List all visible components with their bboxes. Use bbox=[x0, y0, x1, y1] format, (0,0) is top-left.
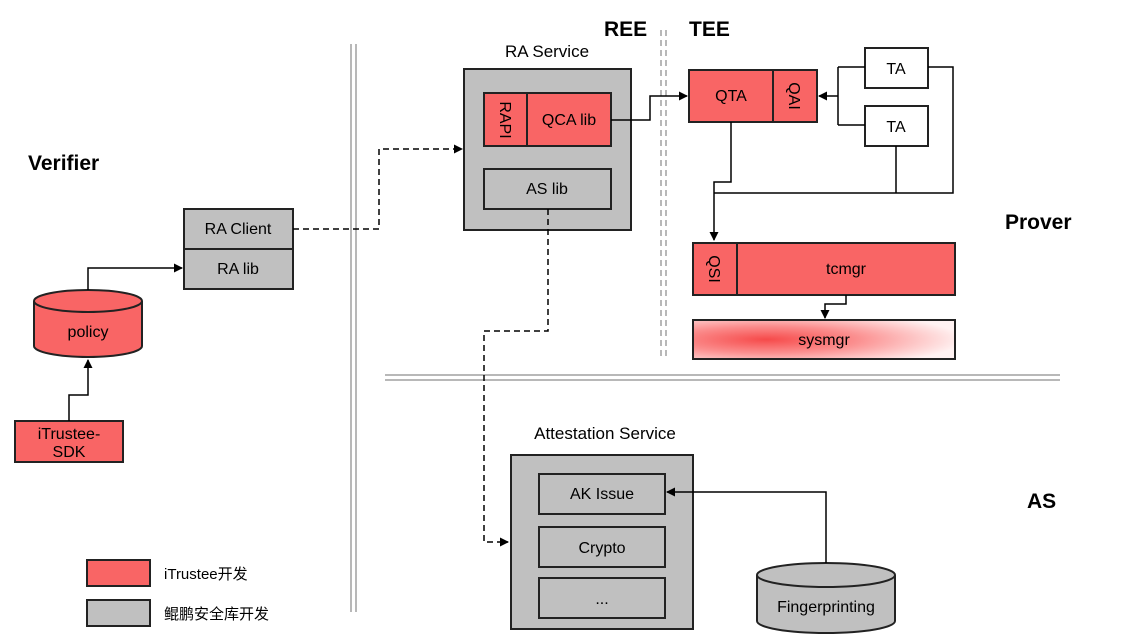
ra-lib-label: RA lib bbox=[217, 261, 259, 278]
sysmgr-label: sysmgr bbox=[798, 332, 850, 349]
raclient-to-raservice-arrow bbox=[293, 144, 463, 230]
qai-label: QAI bbox=[785, 82, 802, 110]
sysmgr-box: sysmgr bbox=[692, 319, 956, 360]
attestation-service-title: Attestation Service bbox=[534, 424, 676, 443]
policy-label: policy bbox=[68, 324, 109, 341]
ak-issue-label: AK Issue bbox=[570, 486, 634, 503]
ree-tee-separator bbox=[350, 44, 357, 612]
crypto-box: Crypto bbox=[538, 526, 666, 568]
verifier-label: Verifier bbox=[28, 152, 99, 175]
ta-box-1: TA bbox=[864, 47, 929, 89]
tcmgr-label: tcmgr bbox=[826, 261, 867, 278]
qca-lib-box: QCA lib bbox=[526, 92, 612, 147]
tee-label: TEE bbox=[689, 18, 730, 41]
legend: iTrustee开发 鲲鹏安全库开发 bbox=[86, 559, 269, 627]
sdk-to-policy-arrow bbox=[68, 359, 93, 421]
sdk-label-line2: SDK bbox=[53, 444, 86, 461]
legend-swatch-kunpeng bbox=[86, 599, 151, 627]
crypto-label: Crypto bbox=[578, 540, 625, 557]
ta-label-1: TA bbox=[886, 61, 906, 78]
qta-to-qsi-arrow bbox=[709, 122, 732, 241]
legend-label-itrustee: iTrustee开发 bbox=[164, 566, 248, 583]
tcmgr-box: tcmgr bbox=[736, 242, 956, 296]
ra-client-box: RA Client bbox=[183, 208, 294, 250]
qsi-box: QSI bbox=[692, 242, 738, 296]
prover-as-separator bbox=[385, 374, 1060, 381]
rapi-label: RAPI bbox=[496, 101, 513, 138]
aslib-to-attestation-arrow bbox=[483, 209, 549, 547]
ta-to-qai-connectors bbox=[714, 66, 954, 194]
ta-box-2: TA bbox=[864, 105, 929, 147]
more-box: ... bbox=[538, 577, 666, 619]
ak-issue-box: AK Issue bbox=[538, 473, 666, 515]
more-label: ... bbox=[595, 591, 608, 608]
ra-lib-box: RA lib bbox=[183, 248, 294, 290]
legend-label-kunpeng: 鲲鹏安全库开发 bbox=[164, 605, 269, 623]
ra-client-label: RA Client bbox=[205, 221, 272, 238]
ta-label-2: TA bbox=[886, 119, 906, 136]
rapi-box: RAPI bbox=[483, 92, 528, 147]
tcmgr-to-sysmgr-arrow bbox=[820, 295, 847, 319]
as-lib-box: AS lib bbox=[483, 168, 612, 210]
itrustee-sdk-box: iTrustee- SDK bbox=[14, 420, 124, 463]
as-lib-label: AS lib bbox=[526, 181, 568, 198]
ree-label: REE bbox=[604, 18, 647, 41]
prover-label: Prover bbox=[1005, 211, 1072, 234]
ra-service-title: RA Service bbox=[505, 42, 589, 61]
fingerprinting-to-akissue-arrow bbox=[666, 487, 827, 563]
policy-cylinder: policy bbox=[33, 289, 143, 358]
qta-box: QTA bbox=[688, 69, 774, 123]
fingerprinting-label: Fingerprinting bbox=[777, 599, 875, 616]
qsi-label: QSI bbox=[705, 255, 722, 283]
ree-tee-boundary bbox=[660, 30, 667, 360]
qai-box: QAI bbox=[772, 69, 818, 123]
fingerprinting-cylinder: Fingerprinting bbox=[756, 562, 896, 634]
policy-to-ralib-arrow bbox=[87, 263, 183, 290]
as-label: AS bbox=[1027, 490, 1056, 513]
qca-to-qta-arrow bbox=[611, 91, 688, 121]
sdk-label-line1: iTrustee- bbox=[38, 426, 101, 443]
qta-label: QTA bbox=[715, 88, 747, 105]
qca-lib-label: QCA lib bbox=[542, 112, 596, 129]
legend-swatch-itrustee bbox=[86, 559, 151, 587]
